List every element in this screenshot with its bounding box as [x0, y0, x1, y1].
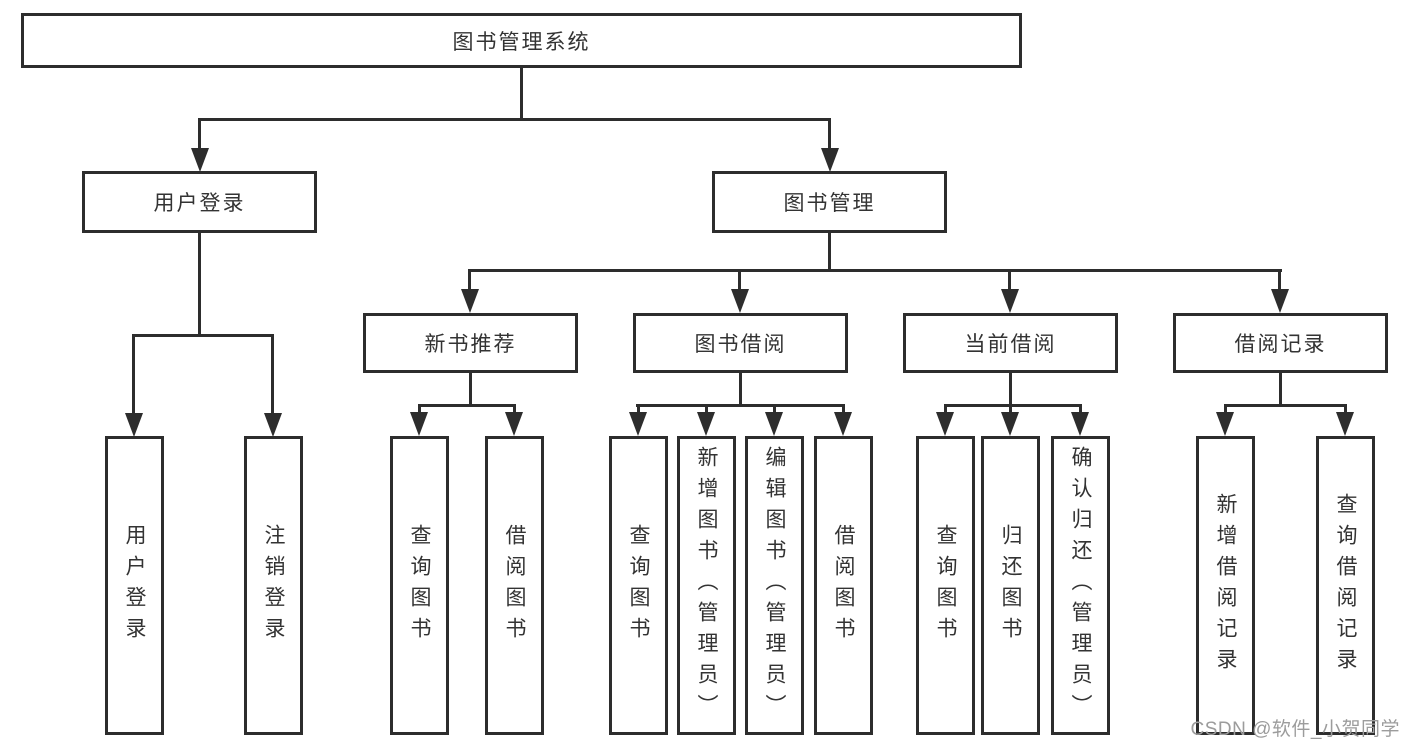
- connector-line: [828, 118, 831, 151]
- connector-line: [1009, 404, 1012, 416]
- connector-line: [842, 404, 845, 416]
- leaf-records-query-record: 查询借阅记录: [1316, 436, 1375, 735]
- leaf-borrowing-borrow-books: 借阅图书: [814, 436, 873, 735]
- connector-line: [1008, 269, 1011, 291]
- arrow-down-icon: [936, 412, 954, 436]
- leaf-logout: 注销登录: [244, 436, 303, 735]
- arrow-down-icon: [765, 412, 783, 436]
- connector-line: [418, 404, 421, 416]
- node-new-book-recommendation: 新书推荐: [363, 313, 578, 373]
- connector-line: [739, 373, 742, 406]
- arrow-down-icon: [731, 289, 749, 313]
- connector-line: [520, 68, 523, 120]
- node-root: 图书管理系统: [21, 13, 1022, 68]
- connector-line: [738, 269, 741, 291]
- connector-line: [1009, 373, 1012, 406]
- arrow-down-icon: [125, 413, 143, 437]
- connector-line: [1279, 373, 1282, 406]
- node-book-management: 图书管理: [712, 171, 947, 233]
- leaf-current-query-books: 查询图书: [916, 436, 975, 735]
- connector-line: [1344, 404, 1347, 416]
- leaf-borrowing-add-books-admin: 新增图书（管理员）: [677, 436, 736, 735]
- arrow-down-icon: [1001, 289, 1019, 313]
- leaf-borrowing-edit-books-admin: 编辑图书（管理员）: [745, 436, 804, 735]
- connector-line: [1224, 404, 1227, 416]
- arrow-down-icon: [697, 412, 715, 436]
- arrow-down-icon: [834, 412, 852, 436]
- arrow-down-icon: [1336, 412, 1354, 436]
- leaf-current-return-books: 归还图书: [981, 436, 1040, 735]
- arrow-down-icon: [191, 148, 209, 172]
- connector-line: [198, 233, 201, 336]
- connector-line: [636, 404, 845, 407]
- arrow-down-icon: [1216, 412, 1234, 436]
- connector-line: [132, 334, 274, 337]
- arrow-down-icon: [1271, 289, 1289, 313]
- connector-line: [469, 373, 472, 406]
- node-current-borrowing: 当前借阅: [903, 313, 1118, 373]
- connector-line: [513, 404, 516, 416]
- connector-line: [637, 404, 640, 416]
- leaf-current-confirm-return-admin: 确认归还（管理员）: [1051, 436, 1110, 735]
- connector-line: [132, 334, 135, 414]
- connector-line: [468, 269, 471, 291]
- connector-line: [828, 233, 831, 271]
- connector-line: [705, 404, 708, 416]
- arrow-down-icon: [1001, 412, 1019, 436]
- connector-line: [198, 118, 201, 151]
- arrow-down-icon: [264, 413, 282, 437]
- connector-line: [773, 404, 776, 416]
- leaf-borrowing-query-books: 查询图书: [609, 436, 668, 735]
- node-book-borrowing: 图书借阅: [633, 313, 848, 373]
- leaf-records-add-record: 新增借阅记录: [1196, 436, 1255, 735]
- arrow-down-icon: [505, 412, 523, 436]
- node-user-login: 用户登录: [82, 171, 317, 233]
- connector-line: [418, 404, 516, 407]
- leaf-newbook-query-books: 查询图书: [390, 436, 449, 735]
- arrow-down-icon: [410, 412, 428, 436]
- connector-line: [468, 269, 1282, 272]
- connector-line: [944, 404, 1082, 407]
- arrow-down-icon: [1071, 412, 1089, 436]
- leaf-newbook-borrow-books: 借阅图书: [485, 436, 544, 735]
- connector-line: [944, 404, 947, 416]
- connector-line: [198, 118, 831, 121]
- node-borrowing-records: 借阅记录: [1173, 313, 1388, 373]
- arrow-down-icon: [629, 412, 647, 436]
- arrow-down-icon: [821, 148, 839, 172]
- connector-line: [1224, 404, 1346, 407]
- watermark: CSDN @软件_小贺同学: [1190, 719, 1400, 740]
- connector-line: [1079, 404, 1082, 416]
- connector-line: [1278, 269, 1281, 291]
- arrow-down-icon: [461, 289, 479, 313]
- connector-line: [271, 334, 274, 414]
- leaf-user-login: 用户登录: [105, 436, 164, 735]
